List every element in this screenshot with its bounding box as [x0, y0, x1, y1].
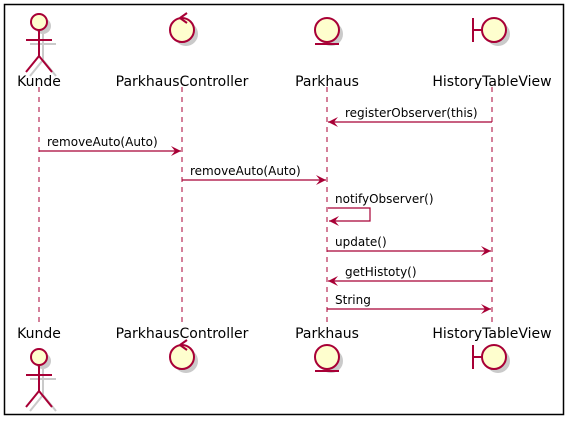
message-4: notifyObserver() — [328, 192, 434, 226]
message-label: removeAuto(Auto) — [190, 164, 301, 178]
message-5: update() — [327, 235, 491, 256]
self-message-arrow — [328, 207, 371, 226]
message-label: notifyObserver() — [335, 192, 434, 206]
participant-label: ParkhausController — [116, 74, 249, 90]
participant-label: Parkhaus — [295, 74, 359, 90]
message-label: getHistoty() — [345, 265, 417, 279]
boundary-icon — [472, 344, 510, 373]
participant-label: Kunde — [17, 326, 61, 342]
participant-history-top: HistoryTableView — [432, 17, 552, 90]
entity-icon — [314, 17, 343, 46]
participant-kunde-bottom: Kunde — [17, 326, 61, 412]
message-6: getHistoty() — [328, 265, 492, 286]
entity-icon — [314, 344, 343, 373]
participant-label: Kunde — [17, 74, 61, 90]
participant-label: HistoryTableView — [432, 74, 551, 90]
message-3: removeAuto(Auto) — [182, 164, 326, 185]
participant-label: HistoryTableView — [432, 326, 551, 342]
participant-controller-bottom: ParkhausController — [116, 326, 249, 373]
message-2: removeAuto(Auto) — [39, 135, 181, 156]
diagram-frame — [3, 3, 565, 416]
participant-parkhaus-top: Parkhaus — [295, 17, 359, 90]
participant-controller-top: ParkhausController — [116, 12, 249, 90]
boundary-icon — [472, 17, 510, 46]
participant-label: ParkhausController — [116, 326, 249, 342]
control-icon — [169, 339, 198, 373]
message-1: registerObserver(this) — [328, 106, 492, 127]
participant-label: Parkhaus — [295, 326, 359, 342]
message-7: String — [327, 293, 491, 314]
participant-history-bottom: HistoryTableView — [432, 326, 552, 373]
participant-parkhaus-bottom: Parkhaus — [295, 326, 359, 373]
participant-kunde-top: Kunde — [17, 13, 61, 90]
actor-icon — [25, 348, 57, 412]
actor-icon — [25, 13, 57, 77]
message-label: String — [335, 293, 371, 307]
message-label: removeAuto(Auto) — [47, 135, 158, 149]
message-label: update() — [335, 235, 387, 249]
control-icon — [169, 12, 198, 46]
message-label: registerObserver(this) — [345, 106, 478, 120]
